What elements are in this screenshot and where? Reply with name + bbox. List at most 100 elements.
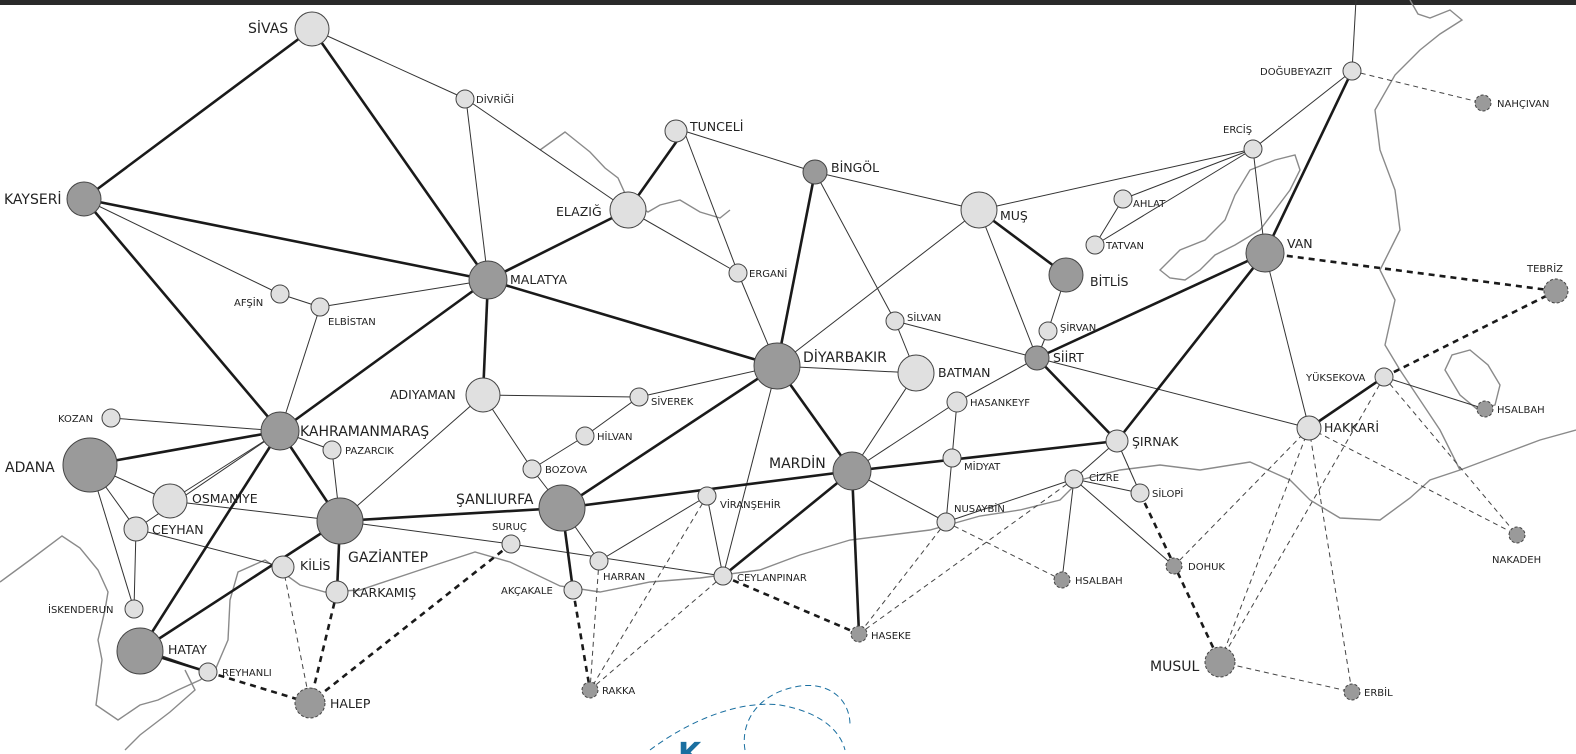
node-nahcivan[interactable] [1474, 94, 1492, 112]
road [814, 171, 896, 322]
node-tebriz[interactable] [1543, 278, 1569, 304]
node-cizre[interactable] [1064, 469, 1084, 489]
label-ceylanpinar: CEYLANPINAR [737, 573, 807, 584]
node-adiyaman[interactable] [465, 377, 501, 413]
node-elazig[interactable] [609, 191, 647, 229]
node-hakkari[interactable] [1296, 415, 1322, 441]
main-border-route [722, 574, 860, 636]
label-hatay: HATAY [168, 642, 207, 657]
main-road [83, 198, 281, 432]
node-hsalbah-east[interactable] [1476, 400, 1494, 418]
label-siirt: SİİRT [1053, 350, 1084, 365]
node-iskenderun[interactable] [124, 599, 144, 619]
node-suruc[interactable] [501, 534, 521, 554]
node-bozova[interactable] [522, 459, 542, 479]
node-ceylanpinar[interactable] [713, 566, 733, 586]
label-batman: BATMAN [938, 365, 990, 380]
node-akcakale[interactable] [563, 580, 583, 600]
node-sanliurfa[interactable] [538, 484, 586, 532]
label-mardin: MARDİN [769, 454, 826, 472]
node-malatya[interactable] [468, 260, 508, 300]
node-midyat[interactable] [942, 448, 962, 468]
road [1073, 478, 1175, 567]
node-hilvan[interactable] [575, 426, 595, 446]
label-erbil: ERBİL [1364, 686, 1393, 699]
node-ercis[interactable] [1243, 139, 1263, 159]
main-border-routes [207, 251, 1557, 705]
label-karkamis: KARKAMIŞ [352, 585, 416, 600]
label-hsalbah-south: HSALBAH [1075, 576, 1123, 587]
node-adana[interactable] [62, 437, 118, 493]
node-hsalbah-south[interactable] [1053, 571, 1071, 589]
node-divrigi[interactable] [455, 89, 475, 109]
node-bingol[interactable] [802, 159, 828, 185]
main-road [89, 429, 281, 467]
label-hilvan: HİLVAN [597, 430, 632, 443]
node-van[interactable] [1245, 233, 1285, 273]
node-osmaniye[interactable] [152, 483, 188, 519]
node-ergani[interactable] [728, 263, 748, 283]
main-roads [83, 27, 1385, 674]
node-kayseri[interactable] [66, 181, 102, 217]
node-haseke[interactable] [850, 625, 868, 643]
road [133, 528, 137, 610]
node-yuksekova[interactable] [1374, 367, 1394, 387]
node-dogubeyazit[interactable] [1342, 61, 1362, 81]
label-ceyhan: CEYHAN [152, 522, 204, 537]
label-nusaybin: NUSAYBİN [954, 502, 1005, 515]
node-afsin[interactable] [270, 284, 290, 304]
node-pazarcik[interactable] [322, 440, 342, 460]
node-hatay[interactable] [116, 627, 164, 675]
node-viransehir[interactable] [697, 486, 717, 506]
node-kilis[interactable] [271, 555, 295, 579]
node-gaziantep[interactable] [316, 497, 364, 545]
node-nusaybin[interactable] [936, 512, 956, 532]
node-elbistan[interactable] [310, 297, 330, 317]
road [945, 478, 1075, 523]
node-mus[interactable] [960, 191, 998, 229]
node-nakadeh[interactable] [1508, 526, 1526, 544]
node-ahlat[interactable] [1113, 189, 1133, 209]
label-bingol: BİNGÖL [831, 159, 879, 175]
main-road [487, 278, 778, 368]
node-harran[interactable] [589, 551, 609, 571]
node-silvan[interactable] [885, 311, 905, 331]
label-cizre: CİZRE [1089, 471, 1119, 484]
node-karkamis[interactable] [325, 580, 349, 604]
node-diyarbakir[interactable] [753, 342, 801, 390]
road [1252, 70, 1353, 150]
node-silopi[interactable] [1130, 483, 1150, 503]
node-kahramanmaras[interactable] [260, 411, 300, 451]
node-erbil[interactable] [1343, 683, 1361, 701]
node-reyhanli[interactable] [198, 662, 218, 682]
road [135, 528, 284, 568]
label-osmaniye: OSMANİYE [192, 491, 258, 506]
border-route [858, 478, 1075, 635]
node-siirt[interactable] [1024, 345, 1050, 371]
node-hasankeyf[interactable] [946, 391, 968, 413]
node-mardin[interactable] [832, 451, 872, 491]
node-sirnak[interactable] [1105, 429, 1129, 453]
node-tatvan[interactable] [1085, 235, 1105, 255]
label-silvan: SİLVAN [907, 311, 941, 324]
node-halep[interactable] [294, 687, 326, 719]
label-hasankeyf: HASANKEYF [970, 398, 1030, 409]
node-musul[interactable] [1204, 646, 1236, 678]
thin-roads [83, 0, 1486, 673]
node-dohuk[interactable] [1165, 557, 1183, 575]
label-sirnak: ŞIRNAK [1132, 434, 1179, 449]
node-siverek[interactable] [629, 387, 649, 407]
node-batman[interactable] [897, 354, 935, 392]
node-sirvan[interactable] [1038, 321, 1058, 341]
node-kozan[interactable] [101, 408, 121, 428]
road [1061, 478, 1075, 581]
node-tunceli[interactable] [664, 119, 688, 143]
label-midyat: MİDYAT [964, 460, 1001, 473]
label-tunceli: TUNCELİ [689, 119, 743, 134]
label-tatvan: TATVAN [1105, 241, 1144, 252]
node-bitlis[interactable] [1048, 257, 1084, 293]
node-sivas[interactable] [294, 11, 330, 47]
lake-van [1158, 154, 1301, 281]
node-rakka[interactable] [581, 681, 599, 699]
node-ceyhan[interactable] [123, 516, 149, 542]
